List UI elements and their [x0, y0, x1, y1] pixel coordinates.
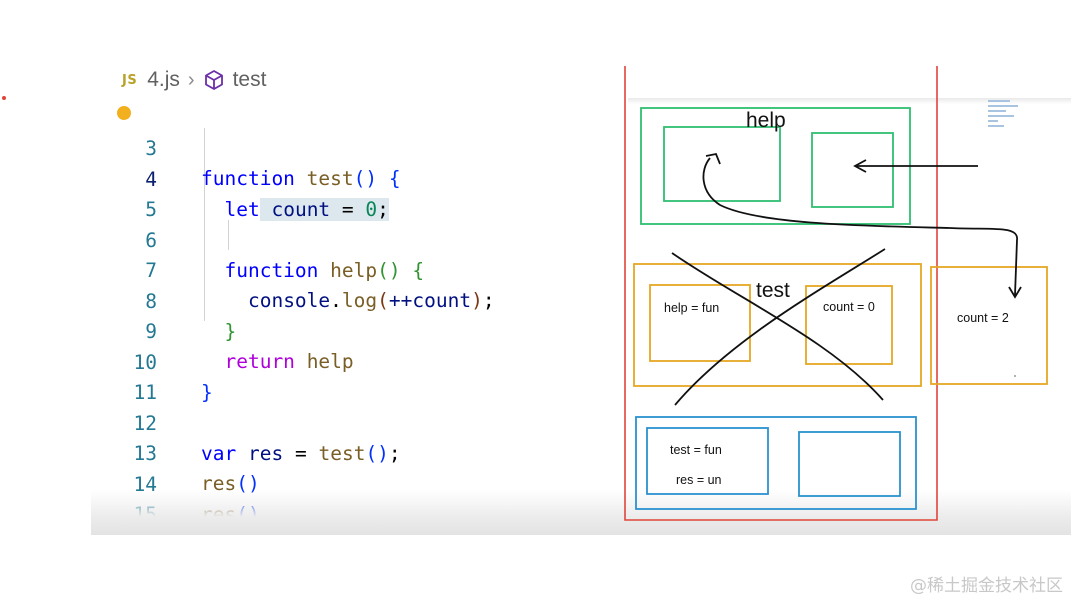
- closure-count-box: [930, 266, 1048, 385]
- code-line-10[interactable]: 10 }: [91, 318, 628, 404]
- help-var-box: [649, 284, 751, 362]
- arrowhead: [705, 152, 721, 165]
- code-line-11[interactable]: 11: [91, 348, 628, 404]
- global-var-box: [646, 427, 769, 495]
- global-frame: [635, 416, 917, 510]
- line-number: 3: [145, 137, 157, 160]
- help-inner-right: [811, 132, 894, 208]
- help-inner-left: [663, 126, 781, 202]
- code-line-4[interactable]: 4 let count = 0;: [91, 135, 628, 221]
- minimap[interactable]: [988, 100, 1028, 134]
- line-number: 9: [145, 320, 157, 343]
- test-frame: [633, 263, 922, 387]
- cube-symbol-icon: [203, 69, 225, 91]
- js-file-icon: JS: [122, 72, 138, 88]
- indent-guide: [228, 220, 229, 250]
- lightbulb-icon[interactable]: [117, 106, 131, 120]
- global-empty-box: [798, 431, 901, 497]
- help-frame-label: help: [746, 109, 786, 132]
- line-number: 8: [145, 290, 157, 313]
- cross-line: [671, 252, 884, 401]
- code-line-13[interactable]: 13 res(): [91, 409, 628, 495]
- closure-link: [702, 157, 1018, 296]
- cross-line: [674, 248, 886, 406]
- outer-frame: [624, 66, 938, 521]
- code-line-3[interactable]: 3 function test() {: [91, 104, 628, 190]
- line-number: 4: [145, 168, 157, 191]
- watermark: @稀土掘金技术社区: [910, 576, 1063, 596]
- breadcrumb-file[interactable]: 4.js: [147, 68, 180, 91]
- code-line-8[interactable]: 8 }: [91, 257, 628, 343]
- closure-count-label: count = 2: [957, 311, 1009, 325]
- help-var-label: help = fun: [664, 301, 720, 315]
- line-number: 12: [133, 412, 157, 435]
- bottom-fade: [91, 490, 1071, 535]
- chevron-right-icon: ›: [187, 68, 195, 91]
- line-number: 13: [133, 442, 157, 465]
- arrowhead: [1008, 286, 1022, 299]
- line-number: 5: [145, 198, 157, 221]
- code-line-7[interactable]: 7 console.log(++count);: [91, 226, 628, 312]
- count-var-label: count = 0: [823, 300, 875, 314]
- code-line-5[interactable]: 5: [91, 165, 628, 221]
- line-number: 6: [145, 229, 157, 252]
- indent-guide: [204, 128, 205, 321]
- global-res-label: res = un: [676, 473, 722, 487]
- code-editor[interactable]: 3 function test() { 4 let count = 0; 5 6…: [91, 98, 628, 535]
- line-number: 11: [133, 381, 157, 404]
- breadcrumb: JS 4.js › test: [122, 66, 266, 94]
- line-number: 7: [145, 259, 157, 282]
- count-var-box: [805, 285, 893, 365]
- breadcrumb-symbol[interactable]: test: [232, 68, 267, 91]
- line-number: 10: [133, 351, 157, 374]
- code-line-6[interactable]: 6 function help() {: [91, 196, 628, 282]
- red-dot-marker: [2, 96, 6, 100]
- code-line-9[interactable]: 9 return help: [91, 287, 628, 373]
- arrowhead: [853, 159, 867, 173]
- global-test-label: test = fun: [670, 443, 722, 457]
- code-line-12[interactable]: 12 var res = test();: [91, 379, 628, 465]
- test-frame-label: test: [756, 279, 790, 302]
